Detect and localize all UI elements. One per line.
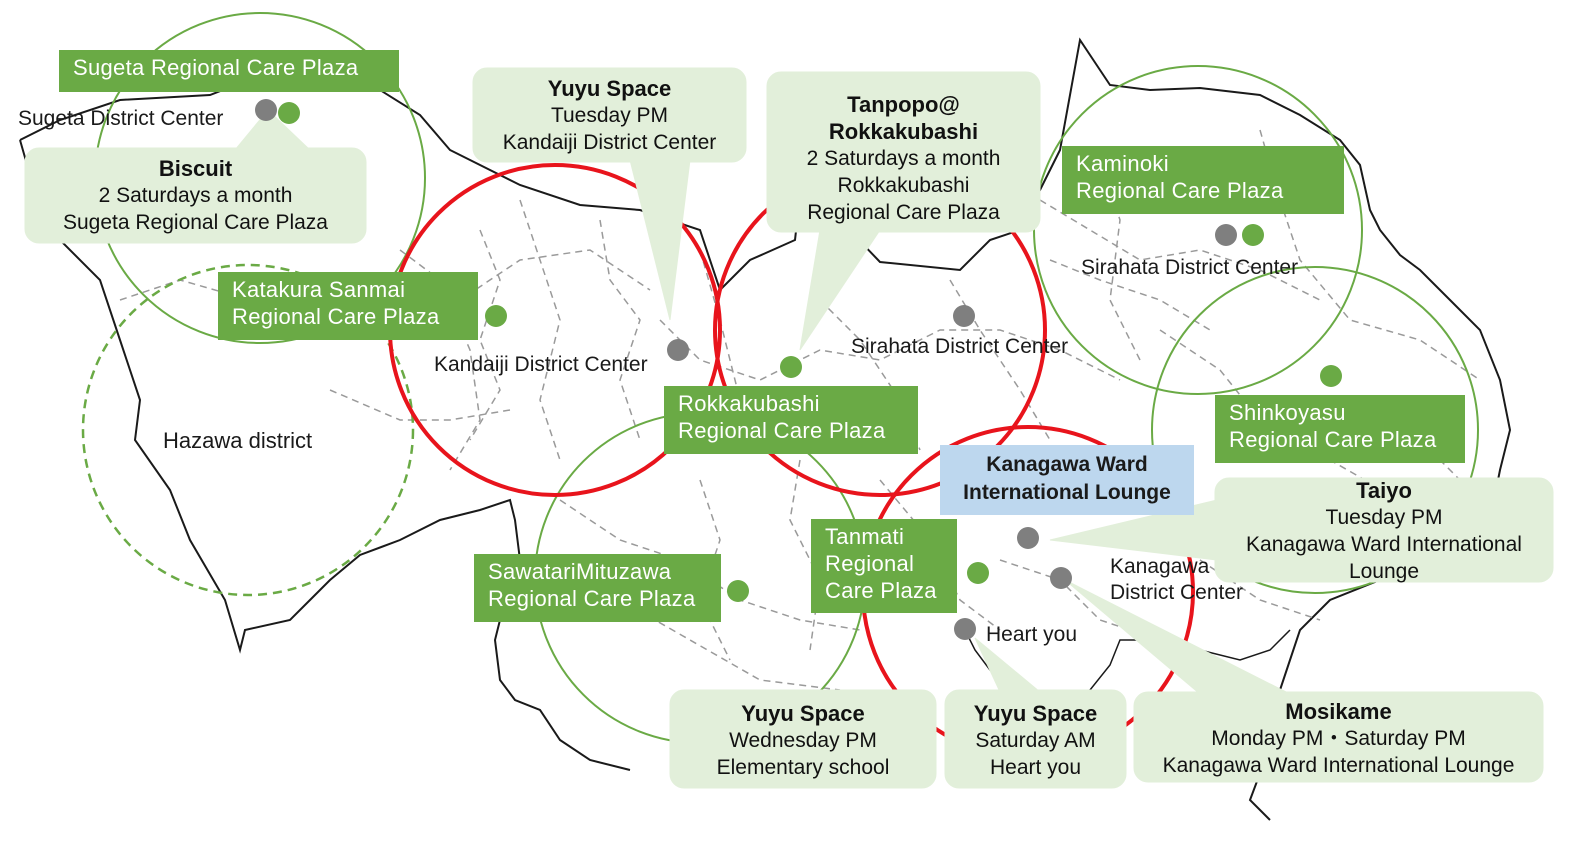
katakura-care-plaza-label: Katakura Sanmai Regional Care Plaza <box>218 272 478 340</box>
hazawa-area <box>81 263 415 597</box>
lounge-line-2: International Lounge <box>963 481 1171 504</box>
kaminoki-line-2: Regional Care Plaza <box>1076 178 1284 203</box>
sawatari-care-plaza-label: SawatariMituzawa Regional Care Plaza <box>474 554 721 622</box>
kaminoki-care-plaza-label: Kaminoki Regional Care Plaza <box>1062 146 1344 214</box>
kaminoki-area <box>1033 65 1363 395</box>
yuyu-sat-name: Yuyu Space <box>973 701 1098 726</box>
kanagawa-center-line-2: District Center <box>1110 581 1244 604</box>
tanpopo-time: 2 Saturdays a month <box>806 147 1001 170</box>
ward-boundary-west <box>19 139 631 771</box>
shinkoyasu-line-1: Shinkoyasu <box>1229 400 1346 425</box>
tanmati-line-1: Tanmati <box>825 524 905 549</box>
tanmati-plaza-dot <box>967 562 989 584</box>
tanmati-line-2: Regional <box>825 551 915 576</box>
biscuit-callout-box <box>24 147 367 244</box>
kaminoki-plaza-dot <box>1242 224 1264 246</box>
yuyu-sat-time: Saturday AM <box>975 729 1096 752</box>
tanpopo-place-2: Regional Care Plaza <box>807 201 1000 224</box>
sirahata-center-dot-a <box>953 305 975 327</box>
heart-you-dot <box>954 618 976 640</box>
sawatari-line-2: Regional Care Plaza <box>488 586 696 611</box>
tanpopo-callout-box <box>766 71 1041 233</box>
yuyu-tue-place: Kandaiji District Center <box>502 131 717 154</box>
international-lounge-label: Kanagawa Ward International Lounge <box>940 445 1194 515</box>
taiyo-place-1: Kanagawa Ward International <box>1246 533 1522 556</box>
hazawa-district-label: Hazawa district <box>163 428 313 453</box>
yuyu-tue-callout-box <box>472 67 747 163</box>
mosikame-name: Mosikame <box>1285 699 1392 724</box>
tanpopo-name-1: Tanpopo@ <box>847 92 960 117</box>
location-dots <box>255 99 1342 640</box>
shinkoyasu-line-2: Regional Care Plaza <box>1229 427 1437 452</box>
yuyu-sat-place: Heart you <box>989 756 1082 779</box>
heart-you-label: Heart you <box>986 623 1078 646</box>
yuyu-tue-name: Yuyu Space <box>547 76 672 101</box>
kanagawa-center-line-1: Kanagawa <box>1110 555 1210 578</box>
yuyu-wed-callout: Yuyu Space Wednesday PM Elementary schoo… <box>670 700 936 781</box>
tanpopo-place-1: Rokkakubashi <box>837 174 970 197</box>
mosikame-time: Monday PM・Saturday PM <box>1211 727 1466 750</box>
biscuit-place: Sugeta Regional Care Plaza <box>62 211 328 234</box>
sugeta-care-plaza-label: Sugeta Regional Care Plaza <box>59 50 399 92</box>
rokkakubashi-line-2: Regional Care Plaza <box>678 418 886 443</box>
katakura-line-2: Regional Care Plaza <box>232 304 440 329</box>
lounge-line-1: Kanagawa Ward <box>986 453 1148 476</box>
tanmati-care-plaza-label: Tanmati Regional Care Plaza <box>811 519 957 613</box>
kaminoki-line-1: Kaminoki <box>1076 151 1169 176</box>
mosikame-place: Kanagawa Ward International Lounge <box>1162 754 1515 777</box>
sugeta-plaza-dot <box>278 102 300 124</box>
mosikame-callout: Mosikame Monday PM・Saturday PM Kanagawa … <box>1134 698 1543 779</box>
yuyu-tue-time: Tuesday PM <box>550 104 669 127</box>
katakura-line-1: Katakura Sanmai <box>232 277 406 302</box>
biscuit-callout: Biscuit 2 Saturdays a month Sugeta Regio… <box>25 155 366 236</box>
tanmati-line-3: Care Plaza <box>825 578 937 603</box>
shinkoyasu-area <box>1151 266 1479 594</box>
yuyu-wed-callout-box <box>669 689 937 789</box>
sirahata-district-center-label-a: Sirahata District Center <box>851 335 1069 358</box>
kandaiji-district-center-label: Kandaiji District Center <box>434 353 648 376</box>
kanagawa-district-center-label: Kanagawa District Center <box>1110 554 1243 606</box>
shinkoyasu-care-plaza-label: Shinkoyasu Regional Care Plaza <box>1215 395 1465 463</box>
shinkoyasu-plaza-dot <box>1320 365 1342 387</box>
rokkakubashi-plaza-dot <box>780 356 802 378</box>
rokkakubashi-care-plaza-label: Rokkakubashi Regional Care Plaza <box>664 386 918 454</box>
sugeta-center-dot <box>255 99 277 121</box>
rokkakubashi-line-1: Rokkakubashi <box>678 391 820 416</box>
taiyo-time: Tuesday PM <box>1325 506 1443 529</box>
yuyu-wed-place: Elementary school <box>716 756 890 779</box>
sugeta-district-center-label: Sugeta District Center <box>18 107 224 130</box>
kandaiji-center-dot <box>667 339 689 361</box>
sawatari-plaza-dot <box>727 580 749 602</box>
lounge-dot <box>1017 527 1039 549</box>
mosikame-callout-box <box>1133 691 1544 783</box>
katakura-plaza-dot <box>485 305 507 327</box>
callout-shapes <box>24 67 1554 789</box>
tanpopo-callout: Tanpopo@ Rokkakubashi 2 Saturdays a mont… <box>767 91 1040 226</box>
taiyo-callout: Taiyo Tuesday PM Kanagawa Ward Internati… <box>1215 477 1553 585</box>
yuyu-wed-time: Wednesday PM <box>729 729 877 752</box>
taiyo-name: Taiyo <box>1356 478 1412 503</box>
biscuit-time: 2 Saturdays a month <box>98 184 293 207</box>
yuyu-sat-callout: Yuyu Space Saturday AM Heart you <box>945 700 1126 781</box>
sirahata-district-center-label-b: Sirahata District Center <box>1081 256 1299 279</box>
sugeta-care-plaza-name: Sugeta Regional Care Plaza <box>73 55 359 80</box>
biscuit-name: Biscuit <box>158 156 233 181</box>
sirahata-center-dot-b <box>1215 224 1237 246</box>
yuyu-tue-callout: Yuyu Space Tuesday PM Kandaiji District … <box>473 75 746 156</box>
yuyu-wed-name: Yuyu Space <box>741 701 865 726</box>
taiyo-place-2: Lounge <box>1348 560 1420 583</box>
tanpopo-name-2: Rokkakubashi <box>828 119 979 144</box>
kanagawa-center-dot <box>1050 567 1072 589</box>
sawatari-line-1: SawatariMituzawa <box>488 559 672 584</box>
